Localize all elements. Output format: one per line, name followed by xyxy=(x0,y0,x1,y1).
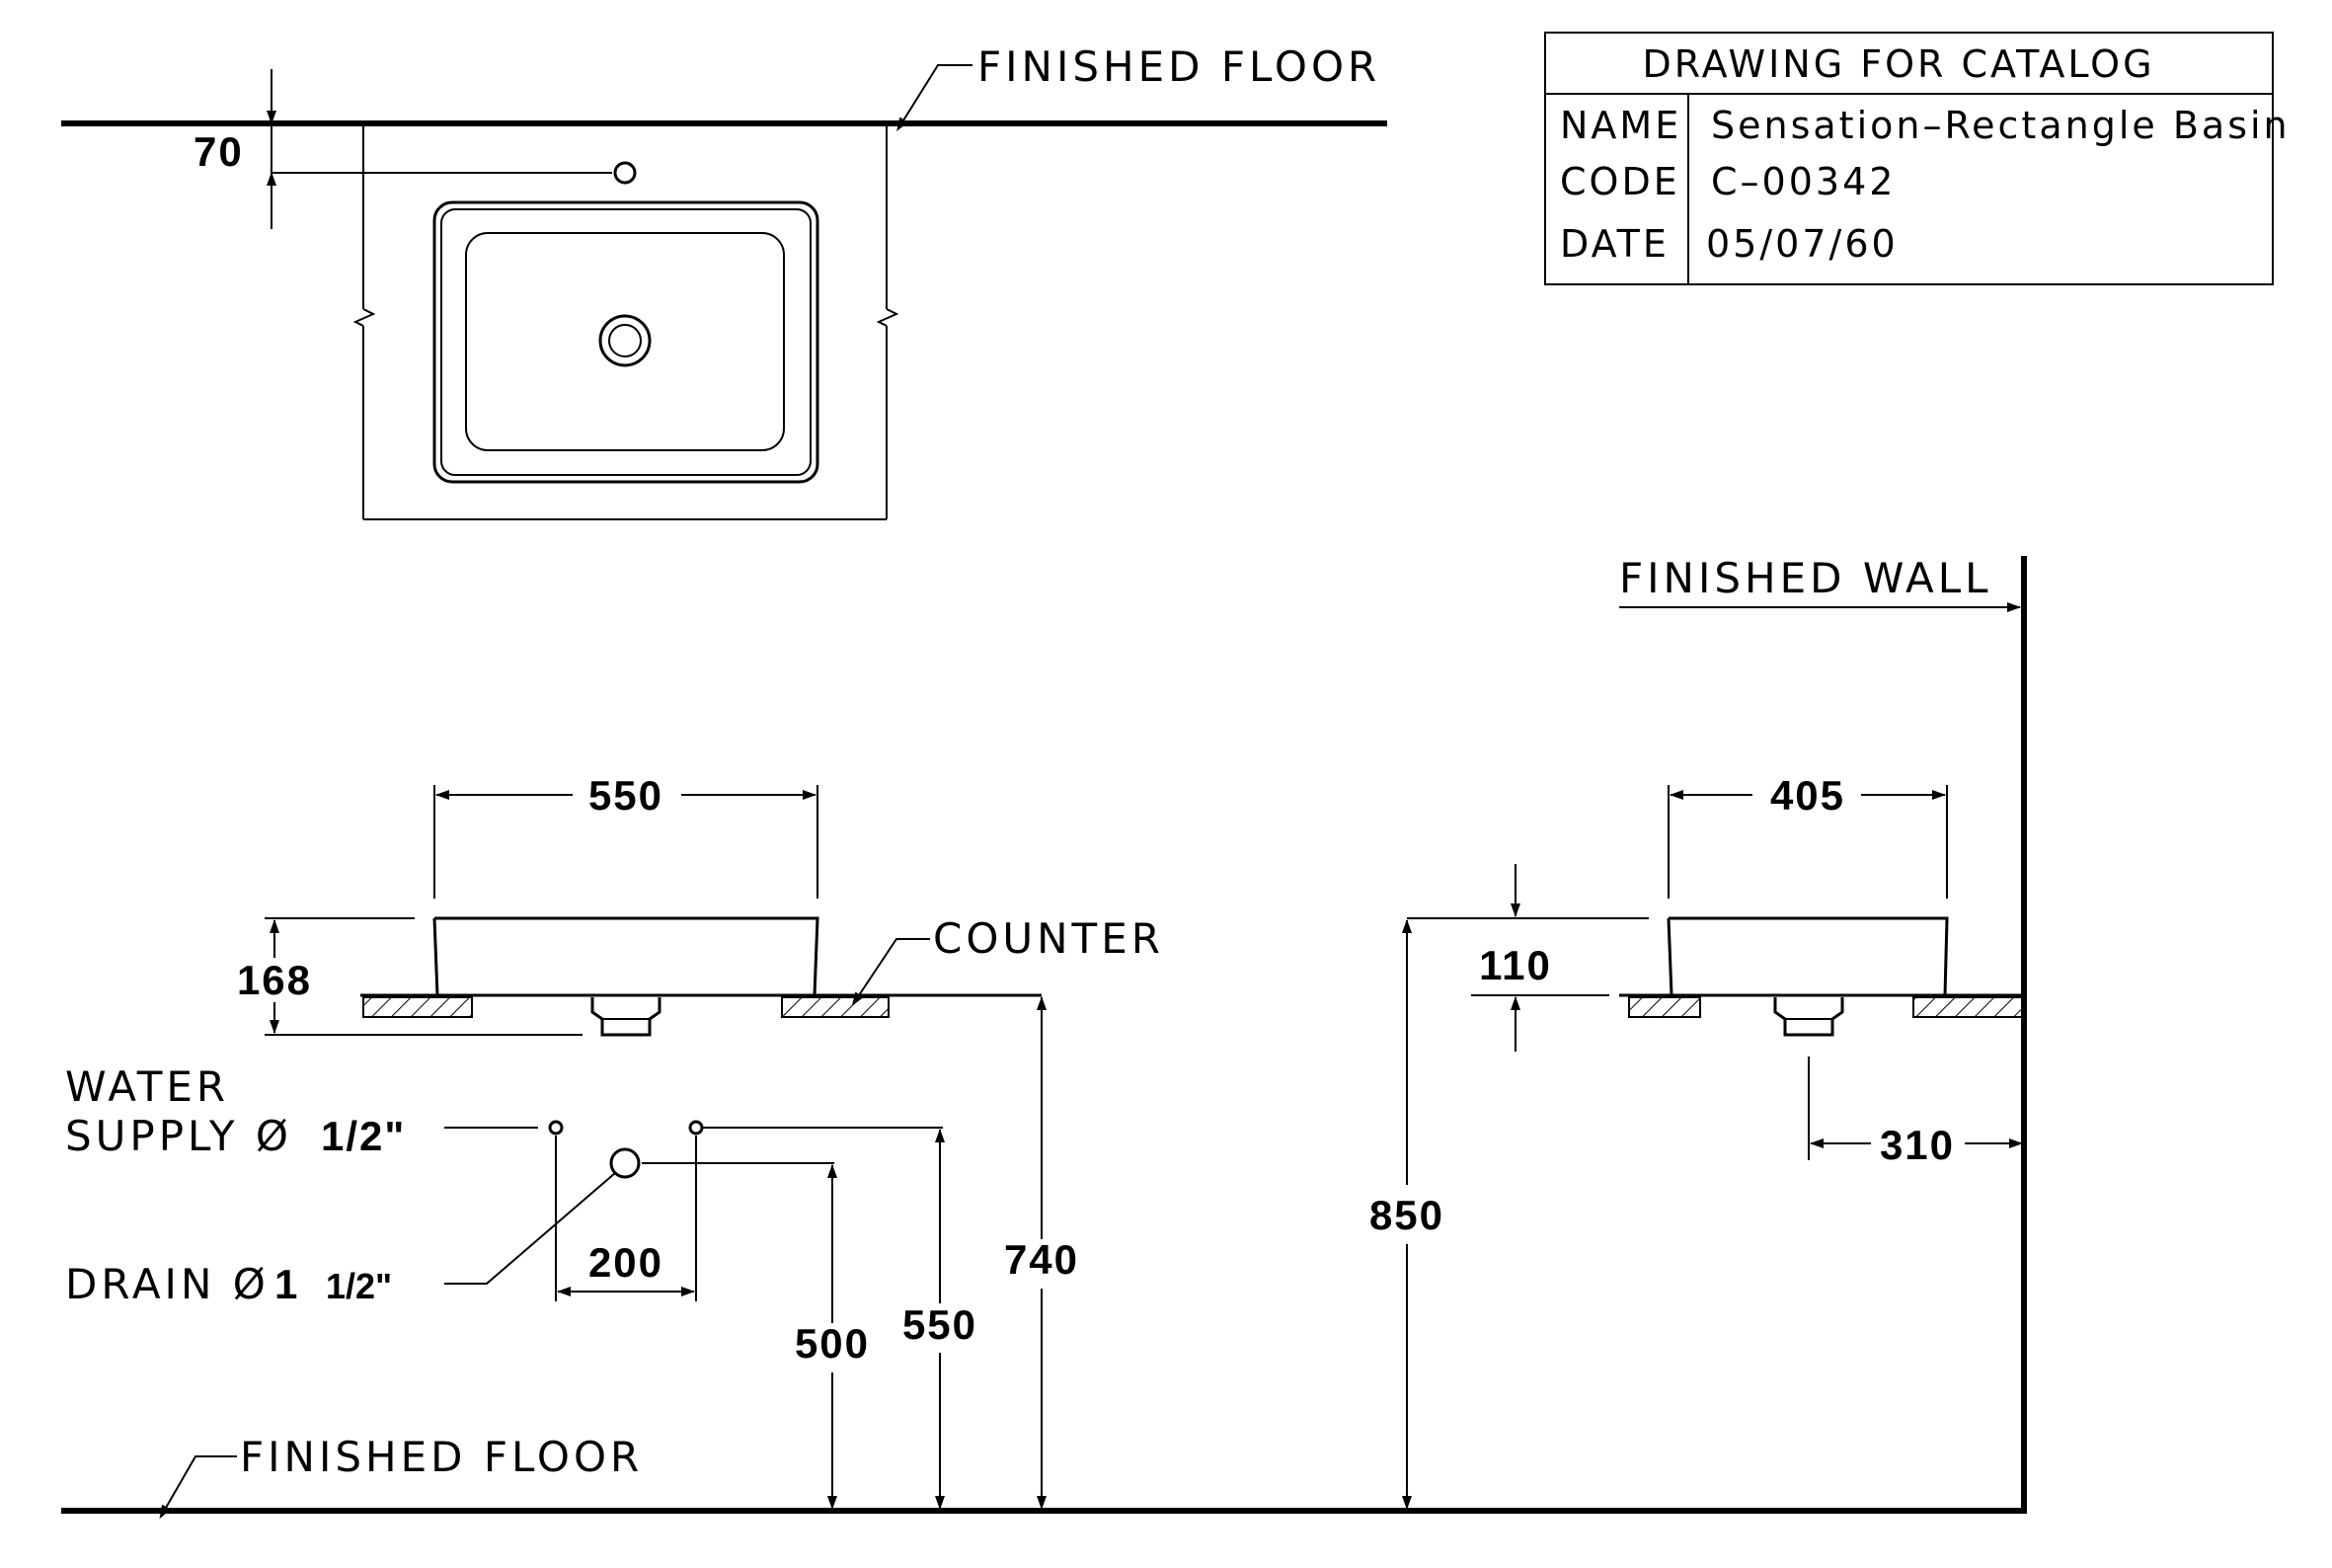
supply-spacing-dimension: 200 xyxy=(588,1239,663,1286)
plan-offset-dimension: 70 xyxy=(194,128,244,175)
rim-height-dimension: 850 xyxy=(1369,1192,1444,1238)
title-heading: DRAWING FOR CATALOG xyxy=(1642,42,2154,86)
name-value: Sensation–Rectangle Basin xyxy=(1711,104,2291,147)
counter-height-dimension: 740 xyxy=(1004,1236,1079,1283)
front-waste-outlet xyxy=(590,997,661,1037)
front-basin-left xyxy=(432,917,439,996)
plan-basin-outer xyxy=(432,200,819,484)
plan-drain-outer-icon xyxy=(598,314,652,367)
front-elevation: 550 168 COUNTER WATER SUPPLY Ø 1/2" DRAI xyxy=(65,772,1164,1510)
wall-to-drain-dimension: 310 xyxy=(1880,1122,1955,1168)
water-supply-right-icon xyxy=(688,1120,704,1136)
side-counter-slab-left xyxy=(1628,996,1701,1018)
floor-leader xyxy=(159,1455,237,1520)
side-counter-slab-right xyxy=(1912,996,2023,1018)
plan-break-right xyxy=(876,308,899,327)
front-counter-slab-left xyxy=(362,996,473,1018)
counter-label: COUNTER xyxy=(933,914,1164,963)
plan-break-left xyxy=(352,308,376,327)
front-counter-slab-right xyxy=(781,996,890,1018)
code-label: CODE xyxy=(1560,160,1680,203)
plan-basin-rim xyxy=(440,208,812,476)
finished-floor-label: FINISHED FLOOR xyxy=(240,1433,643,1481)
drain-size-fraction: 1/2" xyxy=(326,1266,392,1306)
plan-basin-bowl xyxy=(465,232,785,451)
side-basin-top xyxy=(1669,916,1949,996)
side-width-dimension: 405 xyxy=(1770,772,1845,819)
drain-size-whole: 1 xyxy=(274,1261,299,1307)
plan-tap-hole-icon xyxy=(613,161,637,185)
front-basin-top xyxy=(434,916,819,996)
plan-finished-floor-label: FINISHED FLOOR xyxy=(977,42,1380,91)
side-height-dimension: 110 xyxy=(1479,942,1552,988)
plan-drain-inner-icon xyxy=(608,324,642,357)
code-value: C–00342 xyxy=(1711,160,1896,203)
plan-floor-leader xyxy=(896,64,972,132)
bottom-floor: FINISHED FLOOR xyxy=(61,1433,2027,1520)
water-supply-label-line1: WATER xyxy=(65,1062,229,1111)
supply-height-dimension: 550 xyxy=(902,1301,977,1348)
water-supply-left-icon xyxy=(548,1120,564,1136)
title-block: DRAWING FOR CATALOG NAME Sensation–Recta… xyxy=(1544,32,2291,285)
front-width-dimension: 550 xyxy=(588,772,663,819)
side-waste-outlet xyxy=(1773,997,1844,1037)
side-elevation: FINISHED WALL 405 110 310 850 xyxy=(1369,554,2027,1513)
date-label: DATE xyxy=(1560,222,1670,266)
drain-label: DRAIN Ø xyxy=(65,1260,270,1308)
name-label: NAME xyxy=(1560,104,1681,147)
counter-leader xyxy=(851,938,930,1006)
drain-point-icon xyxy=(609,1147,641,1179)
drain-height-dimension: 500 xyxy=(795,1320,870,1367)
water-supply-size: 1/2" xyxy=(321,1113,406,1159)
plan-view: FINISHED FLOOR 70 xyxy=(61,42,1387,520)
drain-leader xyxy=(444,1172,616,1285)
finished-wall-label: FINISHED WALL xyxy=(1619,554,1992,602)
date-value: 05/07/60 xyxy=(1706,222,1899,266)
side-basin-front xyxy=(1667,917,1673,996)
front-height-dimension: 168 xyxy=(237,957,312,1003)
title-block-frame xyxy=(1544,32,2274,285)
water-supply-label-line2: SUPPLY Ø xyxy=(65,1112,292,1160)
